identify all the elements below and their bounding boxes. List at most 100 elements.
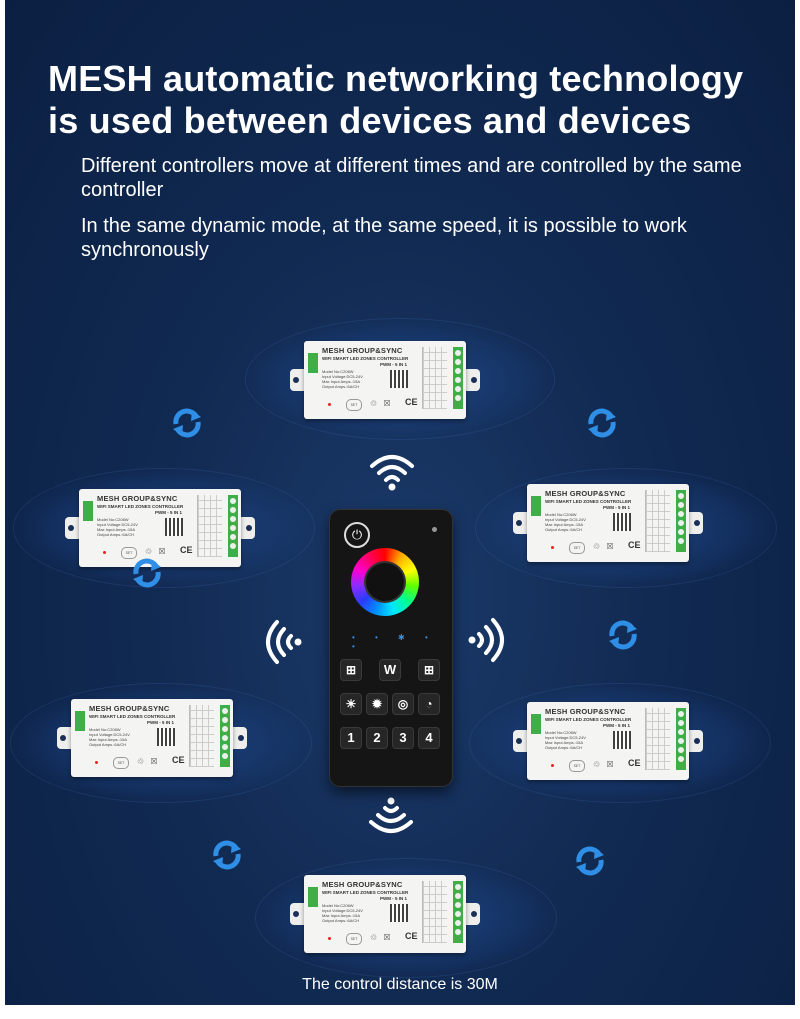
sync-arrows-icon (213, 840, 241, 870)
set-button: SET (569, 542, 585, 554)
spec-model: Model No:C206W (97, 517, 129, 522)
spec-input-amps: Max Input Amps.:15A (545, 740, 584, 745)
headline-line-2: is used between devices and devices (48, 100, 692, 141)
ce-mark: CE (405, 931, 418, 941)
qr-code (390, 904, 408, 922)
spec-model: Model No:C206W (89, 727, 121, 732)
caption: The control distance is 30M (302, 976, 498, 993)
mount-tab (65, 517, 79, 539)
output-terminal (453, 881, 463, 943)
wifi-signal-icon (370, 455, 414, 491)
wifi-signal-icon (468, 618, 504, 662)
spec-voltage: Input Voltage:DC5-24V (97, 522, 138, 527)
zone-group-button[interactable]: ⊞ (419, 660, 439, 680)
set-button: SET (121, 547, 137, 559)
spec-model: Model No:C206W (545, 512, 577, 517)
remote-controller: ⏻ • • ✱ • • ⊞ W ⊞ ☀ ✹ ◎ ◔ 1 2 3 4 (330, 510, 452, 786)
output-terminal (676, 708, 686, 770)
ce-mark: CE (628, 540, 641, 550)
color-wheel[interactable] (351, 548, 419, 616)
set-button: SET (346, 933, 362, 945)
module-subtitle: WIFI SMART LED ZONES CONTROLLER (322, 890, 409, 895)
zone-4-button[interactable]: 4 (419, 728, 439, 748)
output-terminal (220, 705, 230, 767)
power-button[interactable]: ⏻ (344, 522, 370, 548)
controller-module-bottom: MESH GROUP&SYNC WIFI SMART LED ZONES CON… (290, 875, 480, 953)
qr-code (613, 731, 631, 749)
qr-code (157, 728, 175, 746)
module-title: MESH GROUP&SYNC (97, 494, 178, 503)
zone-2-button[interactable]: 2 (367, 728, 387, 748)
compliance-icons: ♲ ☒ (593, 542, 616, 551)
spec-input-amps: Max Input Amps.:15A (322, 913, 361, 918)
output-label-grid (189, 705, 214, 767)
spec-input-amps: Max Input Amps.:15A (545, 522, 584, 527)
zone-3-button[interactable]: 3 (393, 728, 413, 748)
status-led (328, 937, 331, 940)
white-button[interactable]: W (380, 660, 400, 680)
controller-module-right-upper: MESH GROUP&SYNC WIFI SMART LED ZONES CON… (513, 484, 703, 562)
module-title: MESH GROUP&SYNC (322, 346, 403, 355)
ce-mark: CE (628, 758, 641, 768)
output-terminal (453, 347, 463, 409)
output-label-grid (197, 495, 222, 557)
input-terminal (75, 711, 85, 731)
input-terminal (531, 496, 541, 516)
brightness-up-button[interactable]: ✹ (367, 694, 387, 714)
status-led (328, 403, 331, 406)
ce-mark: CE (180, 545, 193, 555)
brightness-down-button[interactable]: ☀ (341, 694, 361, 714)
zone-1-button[interactable]: 1 (341, 728, 361, 748)
zone-group-button[interactable]: ⊞ (341, 660, 361, 680)
set-button: SET (113, 757, 129, 769)
module-title: MESH GROUP&SYNC (545, 489, 626, 498)
module-title: MESH GROUP&SYNC (545, 707, 626, 716)
module-pwm: PWM - 5 IN 1 (380, 896, 408, 901)
module-pwm: PWM - 5 IN 1 (603, 505, 631, 510)
mount-tab (513, 512, 527, 534)
spec-input-amps: Max Input Amps.:15A (97, 527, 136, 532)
status-led (95, 761, 98, 764)
mount-tab (233, 727, 247, 749)
spec-model: Model No:C206W (545, 730, 577, 735)
spec-output-amps: Output Amps.:6A/CH (545, 745, 583, 750)
mount-tab (466, 369, 480, 391)
mount-tab (689, 730, 703, 752)
wifi-signal-icon (266, 620, 302, 664)
spec-input-amps: Max Input Amps.:15A (89, 737, 128, 742)
compliance-icons: ♲ ☒ (137, 757, 160, 766)
mode-button[interactable]: ◎ (393, 694, 413, 714)
indicator-led (432, 527, 437, 532)
spec-input-amps: Max Input Amps.:15A (322, 379, 361, 384)
module-subtitle: WIFI SMART LED ZONES CONTROLLER (545, 717, 632, 722)
spec-output-amps: Output Amps.:6A/CH (322, 918, 360, 923)
ce-mark: CE (172, 755, 185, 765)
input-terminal (531, 714, 541, 734)
controller-module-left-upper: MESH GROUP&SYNC WIFI SMART LED ZONES CON… (65, 489, 255, 567)
paragraph-1: Different controllers move at different … (81, 155, 742, 201)
set-button: SET (569, 760, 585, 772)
module-title: MESH GROUP&SYNC (89, 704, 170, 713)
spec-voltage: Input Voltage:DC5-24V (89, 732, 130, 737)
output-label-grid (645, 490, 670, 552)
speed-button[interactable]: ◔ (419, 694, 439, 714)
spec-voltage: Input Voltage:DC5-24V (322, 908, 363, 913)
input-terminal (83, 501, 93, 521)
module-pwm: PWM - 5 IN 1 (380, 362, 408, 367)
status-led (551, 546, 554, 549)
brightness-dots: • • ✱ • • (352, 633, 437, 651)
paragraph-2: In the same dynamic mode, at the same sp… (81, 215, 687, 261)
module-pwm: PWM - 5 IN 1 (147, 720, 175, 725)
mount-tab (57, 727, 71, 749)
status-led (551, 764, 554, 767)
qr-code (165, 518, 183, 536)
module-subtitle: WIFI SMART LED ZONES CONTROLLER (89, 714, 176, 719)
output-label-grid (645, 708, 670, 770)
module-specs: Model No:C206W Input Voltage:DC5-24V Max… (89, 727, 130, 747)
spec-output-amps: Output Amps.:6A/CH (545, 527, 583, 532)
spec-voltage: Input Voltage:DC5-24V (545, 735, 586, 740)
mount-tab (290, 903, 304, 925)
wifi-signal-icon (369, 797, 413, 833)
sync-arrows-icon (173, 408, 201, 438)
input-terminal (308, 887, 318, 907)
